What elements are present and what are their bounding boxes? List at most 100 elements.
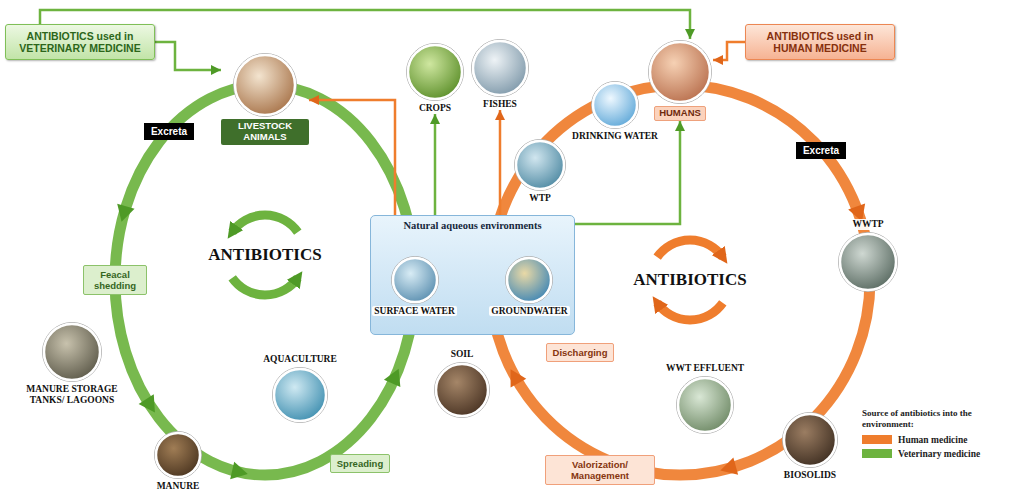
box-text: Excreta xyxy=(151,126,187,137)
circle-label: BIOSOLIDS xyxy=(782,470,838,481)
cycle-arrow xyxy=(657,240,723,257)
legend-heading: Source of antibiotics into the environme… xyxy=(862,408,1025,430)
flow-arrow xyxy=(155,42,221,70)
circle-label: LIVESTOCK ANIMALS xyxy=(221,119,309,145)
crops-circle: CROPS xyxy=(405,42,465,114)
pathway-box: Valorization/ Management xyxy=(545,455,655,485)
photo-circle xyxy=(41,321,103,383)
photo-fill xyxy=(840,234,896,290)
source-box: ANTIBIOTICS used in VETERINARY MEDICINE xyxy=(5,24,155,60)
pathway-box: Spreading xyxy=(330,454,390,473)
wwtp-circle: WWTP xyxy=(837,219,899,293)
photo-fill xyxy=(784,414,836,466)
photo-fill xyxy=(507,258,551,302)
photo-rim xyxy=(234,54,297,117)
biosolids-circle: BIOSOLIDS xyxy=(781,411,839,481)
circle-label: HUMANS xyxy=(654,106,706,121)
pathway-box: Feacal shedding xyxy=(83,265,147,295)
photo-circle xyxy=(153,430,203,480)
panel-title: Natural aqueous environments xyxy=(371,216,574,231)
photo-rim xyxy=(506,256,553,303)
photo-rim xyxy=(649,41,712,104)
circle-label: FISHES xyxy=(481,99,519,110)
flow-arrow xyxy=(499,110,502,215)
photo-circle xyxy=(271,366,329,424)
photo-circle xyxy=(390,255,440,305)
photo-fill xyxy=(516,141,564,189)
circle-label: DRINKING WATER xyxy=(570,131,660,142)
photo-rim xyxy=(435,363,490,418)
photo-circle xyxy=(470,38,530,98)
photo-circle xyxy=(675,375,735,435)
aquaculture-circle: AQUACULTURE xyxy=(261,354,339,424)
cycle-title: ANTIBIOTICS xyxy=(205,245,324,265)
photo-rim xyxy=(43,323,102,382)
circle-label: CROPS xyxy=(417,103,453,114)
ring-arrowhead xyxy=(139,394,163,417)
drinking-water-circle: DRINKING WATER xyxy=(570,80,660,142)
photo-fill xyxy=(473,41,527,95)
source-box: ANTIBIOTICS used in HUMAN MEDICINE xyxy=(745,24,895,60)
photo-fill xyxy=(678,378,732,432)
photo-fill xyxy=(593,83,637,127)
photo-rim xyxy=(391,256,438,303)
legend-row: Veterinary medicine xyxy=(862,449,980,459)
photo-fill xyxy=(44,324,100,380)
ring-arrowhead xyxy=(384,365,407,387)
fishes-circle: FISHES xyxy=(470,38,530,110)
photo-circle xyxy=(647,39,713,105)
circle-label: GROUNDWATER xyxy=(489,306,569,317)
photo-rim xyxy=(677,377,734,434)
circle-label: AQUACULTURE xyxy=(261,354,339,365)
circle-label: WTP xyxy=(527,193,553,204)
photo-circle xyxy=(232,52,298,118)
cycle-title: ANTIBIOTICS xyxy=(630,270,749,290)
excreta-tag: Excreta xyxy=(144,123,194,140)
box-text: Valorization/ Management xyxy=(552,459,648,481)
box-text: Excreta xyxy=(803,145,839,156)
ring-arrowhead xyxy=(718,457,738,479)
photo-rim xyxy=(407,44,464,101)
cycle-arrow xyxy=(232,278,298,295)
photo-fill xyxy=(235,55,295,115)
photo-circle xyxy=(513,138,567,192)
pathway-box: Discharging xyxy=(546,343,615,362)
groundwater-circle: GROUNDWATER xyxy=(489,255,569,317)
photo-fill xyxy=(650,42,710,102)
photo-rim xyxy=(273,368,328,423)
circle-label: WWT EFFLUENT xyxy=(664,363,746,374)
photo-rim xyxy=(155,432,202,479)
cycle-arrow xyxy=(657,303,723,320)
photo-fill xyxy=(156,433,200,477)
photo-rim xyxy=(783,413,838,468)
surface-water-circle: SURFACE WATER xyxy=(372,255,457,317)
ring-arrowhead xyxy=(503,365,527,388)
circle-label: SOIL xyxy=(449,349,476,360)
legend-swatch xyxy=(862,435,892,444)
excreta-tag: Excreta xyxy=(796,142,846,159)
human-cycle-ring xyxy=(490,85,870,475)
photo-rim xyxy=(592,82,639,129)
photo-rim xyxy=(515,140,566,191)
circle-label: MANURE xyxy=(155,481,202,492)
wtp-circle: WTP xyxy=(513,138,567,204)
flow-arrow xyxy=(713,42,745,60)
photo-circle xyxy=(433,361,491,419)
box-text: Spreading xyxy=(337,458,383,469)
circle-label: SURFACE WATER xyxy=(372,306,457,317)
box-text: Discharging xyxy=(553,347,608,358)
livestock-circle: LIVESTOCK ANIMALS xyxy=(221,52,309,145)
soil-circle: SOIL xyxy=(433,349,491,419)
legend-swatch xyxy=(862,449,892,458)
photo-rim xyxy=(472,40,529,97)
photo-fill xyxy=(408,45,462,99)
photo-fill xyxy=(436,364,488,416)
photo-fill xyxy=(274,369,326,421)
legend-row: Human medicine xyxy=(862,435,980,445)
photo-circle xyxy=(837,231,899,293)
flow-arrow xyxy=(434,114,437,215)
effluent-circle: WWT EFFLUENT xyxy=(664,363,746,435)
photo-circle xyxy=(781,411,839,469)
